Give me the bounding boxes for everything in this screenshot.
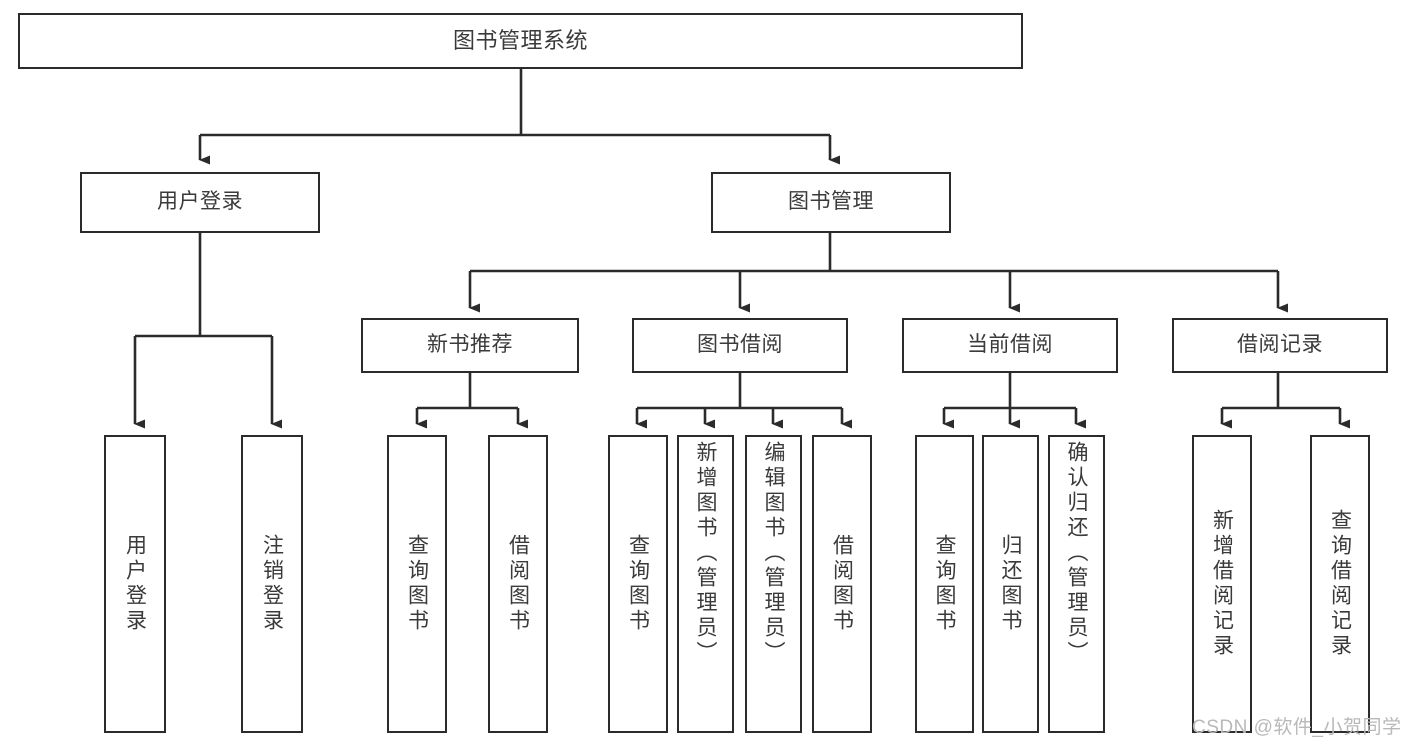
leaf-add-borrow-record[interactable]: 新增借阅记录	[1192, 435, 1252, 733]
node-label: 当前借阅	[967, 333, 1053, 357]
leaf-query-book-current[interactable]: 查询图书	[915, 435, 974, 733]
node-label: 用户登录	[157, 190, 243, 214]
leaf-query-book-recommend[interactable]: 查询图书	[387, 435, 447, 733]
node-user-login[interactable]: 用户登录	[80, 172, 320, 233]
node-label: 借阅图书	[506, 534, 530, 634]
node-label: 图书管理	[788, 190, 874, 214]
node-label: 归还图书	[999, 534, 1022, 634]
leaf-add-book[interactable]: 新增图书（管理员）	[677, 435, 734, 733]
node-label: 图书管理系统	[452, 28, 588, 54]
leaf-logout[interactable]: 注销登录	[241, 435, 303, 733]
leaf-edit-book[interactable]: 编辑图书（管理员）	[745, 435, 802, 733]
node-label: 查询图书	[933, 534, 956, 634]
node-label: 新书推荐	[427, 333, 513, 357]
leaf-borrow-book-recommend[interactable]: 借阅图书	[488, 435, 548, 733]
node-book-management[interactable]: 图书管理	[711, 172, 951, 233]
leaf-borrow-book[interactable]: 借阅图书	[812, 435, 872, 733]
leaf-query-book-borrow[interactable]: 查询图书	[608, 435, 668, 733]
node-current-borrow[interactable]: 当前借阅	[902, 318, 1118, 373]
node-label: 借阅图书	[830, 534, 854, 634]
node-book-borrow[interactable]: 图书借阅	[632, 318, 848, 373]
node-label: 查询借阅记录	[1328, 509, 1352, 659]
node-label: 图书借阅	[697, 333, 783, 357]
csdn-watermark: CSDN @软件_小贺同学	[1192, 717, 1402, 738]
node-label: 新增借阅记录	[1210, 509, 1234, 659]
leaf-return-book[interactable]: 归还图书	[982, 435, 1039, 733]
node-label: 用户登录	[123, 534, 147, 634]
node-label: 查询图书	[626, 534, 650, 634]
node-root-book-management-system[interactable]: 图书管理系统	[18, 13, 1023, 69]
leaf-confirm-return[interactable]: 确认归还（管理员）	[1048, 435, 1105, 733]
node-label: 编辑图书（管理员）	[762, 441, 785, 666]
leaf-user-login[interactable]: 用户登录	[104, 435, 166, 733]
node-new-book-recommend[interactable]: 新书推荐	[361, 318, 579, 373]
node-label: 新增图书（管理员）	[694, 441, 717, 666]
node-label: 借阅记录	[1237, 333, 1323, 357]
node-label: 注销登录	[260, 534, 284, 634]
node-borrow-record[interactable]: 借阅记录	[1172, 318, 1388, 373]
leaf-query-borrow-record[interactable]: 查询借阅记录	[1310, 435, 1370, 733]
node-label: 查询图书	[405, 534, 429, 634]
node-label: 确认归还（管理员）	[1065, 441, 1088, 666]
